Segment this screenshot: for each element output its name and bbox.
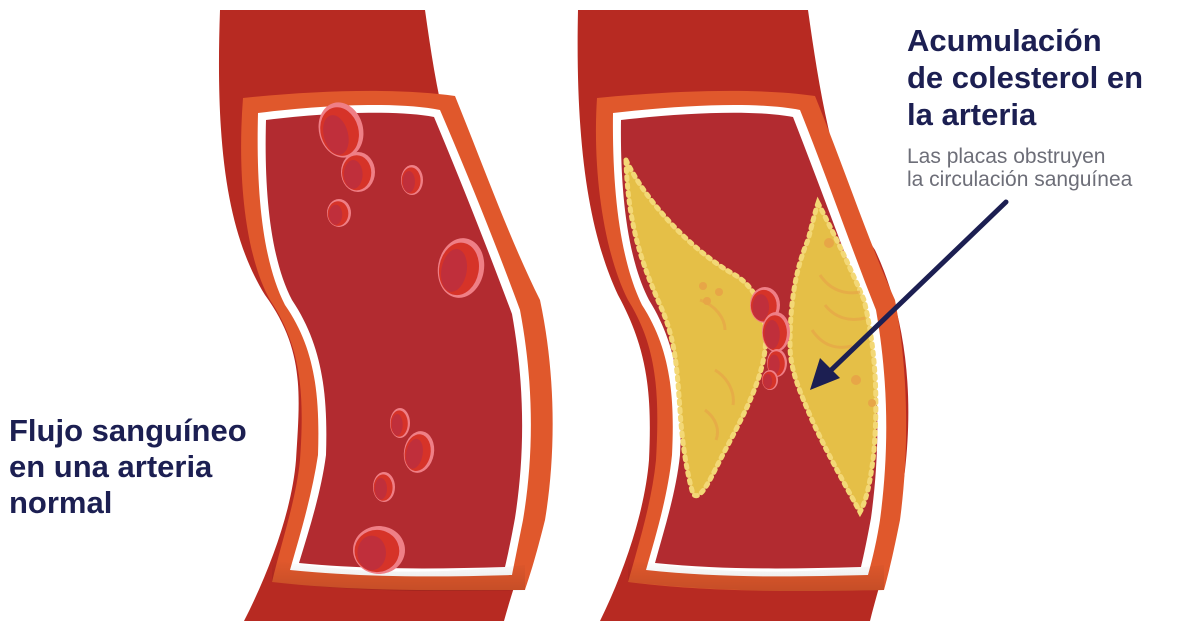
blocked-artery-subtitle: Las placas obstruyen la circulación sang…	[907, 145, 1132, 191]
blocked-artery-title-line: la arteria	[907, 96, 1143, 133]
blood-cell	[341, 152, 375, 192]
blood-cell	[327, 199, 351, 227]
blood-cell	[353, 526, 405, 574]
blocked-artery-illustration	[578, 10, 909, 621]
blocked-artery-title-line: Acumulación	[907, 22, 1143, 59]
blood-cell	[762, 370, 778, 390]
blocked-artery-title-line: de colesterol en	[907, 59, 1143, 96]
blocked-artery-title: Acumulación de colesterol en la arteria	[907, 22, 1143, 133]
blood-cell	[401, 165, 423, 195]
blocked-artery-subtitle-line: la circulación sanguínea	[907, 168, 1132, 191]
blood-cell	[373, 472, 395, 502]
blood-cell	[762, 312, 790, 352]
normal-artery-illustration	[219, 10, 553, 621]
normal-artery-title: Flujo sanguíneo en una arteria normal	[9, 413, 247, 521]
normal-artery-title-line: en una arteria	[9, 449, 247, 485]
normal-artery-title-line: normal	[9, 485, 247, 521]
blocked-artery-subtitle-line: Las placas obstruyen	[907, 145, 1132, 168]
blood-cell	[390, 408, 410, 438]
normal-artery-title-line: Flujo sanguíneo	[9, 413, 247, 449]
